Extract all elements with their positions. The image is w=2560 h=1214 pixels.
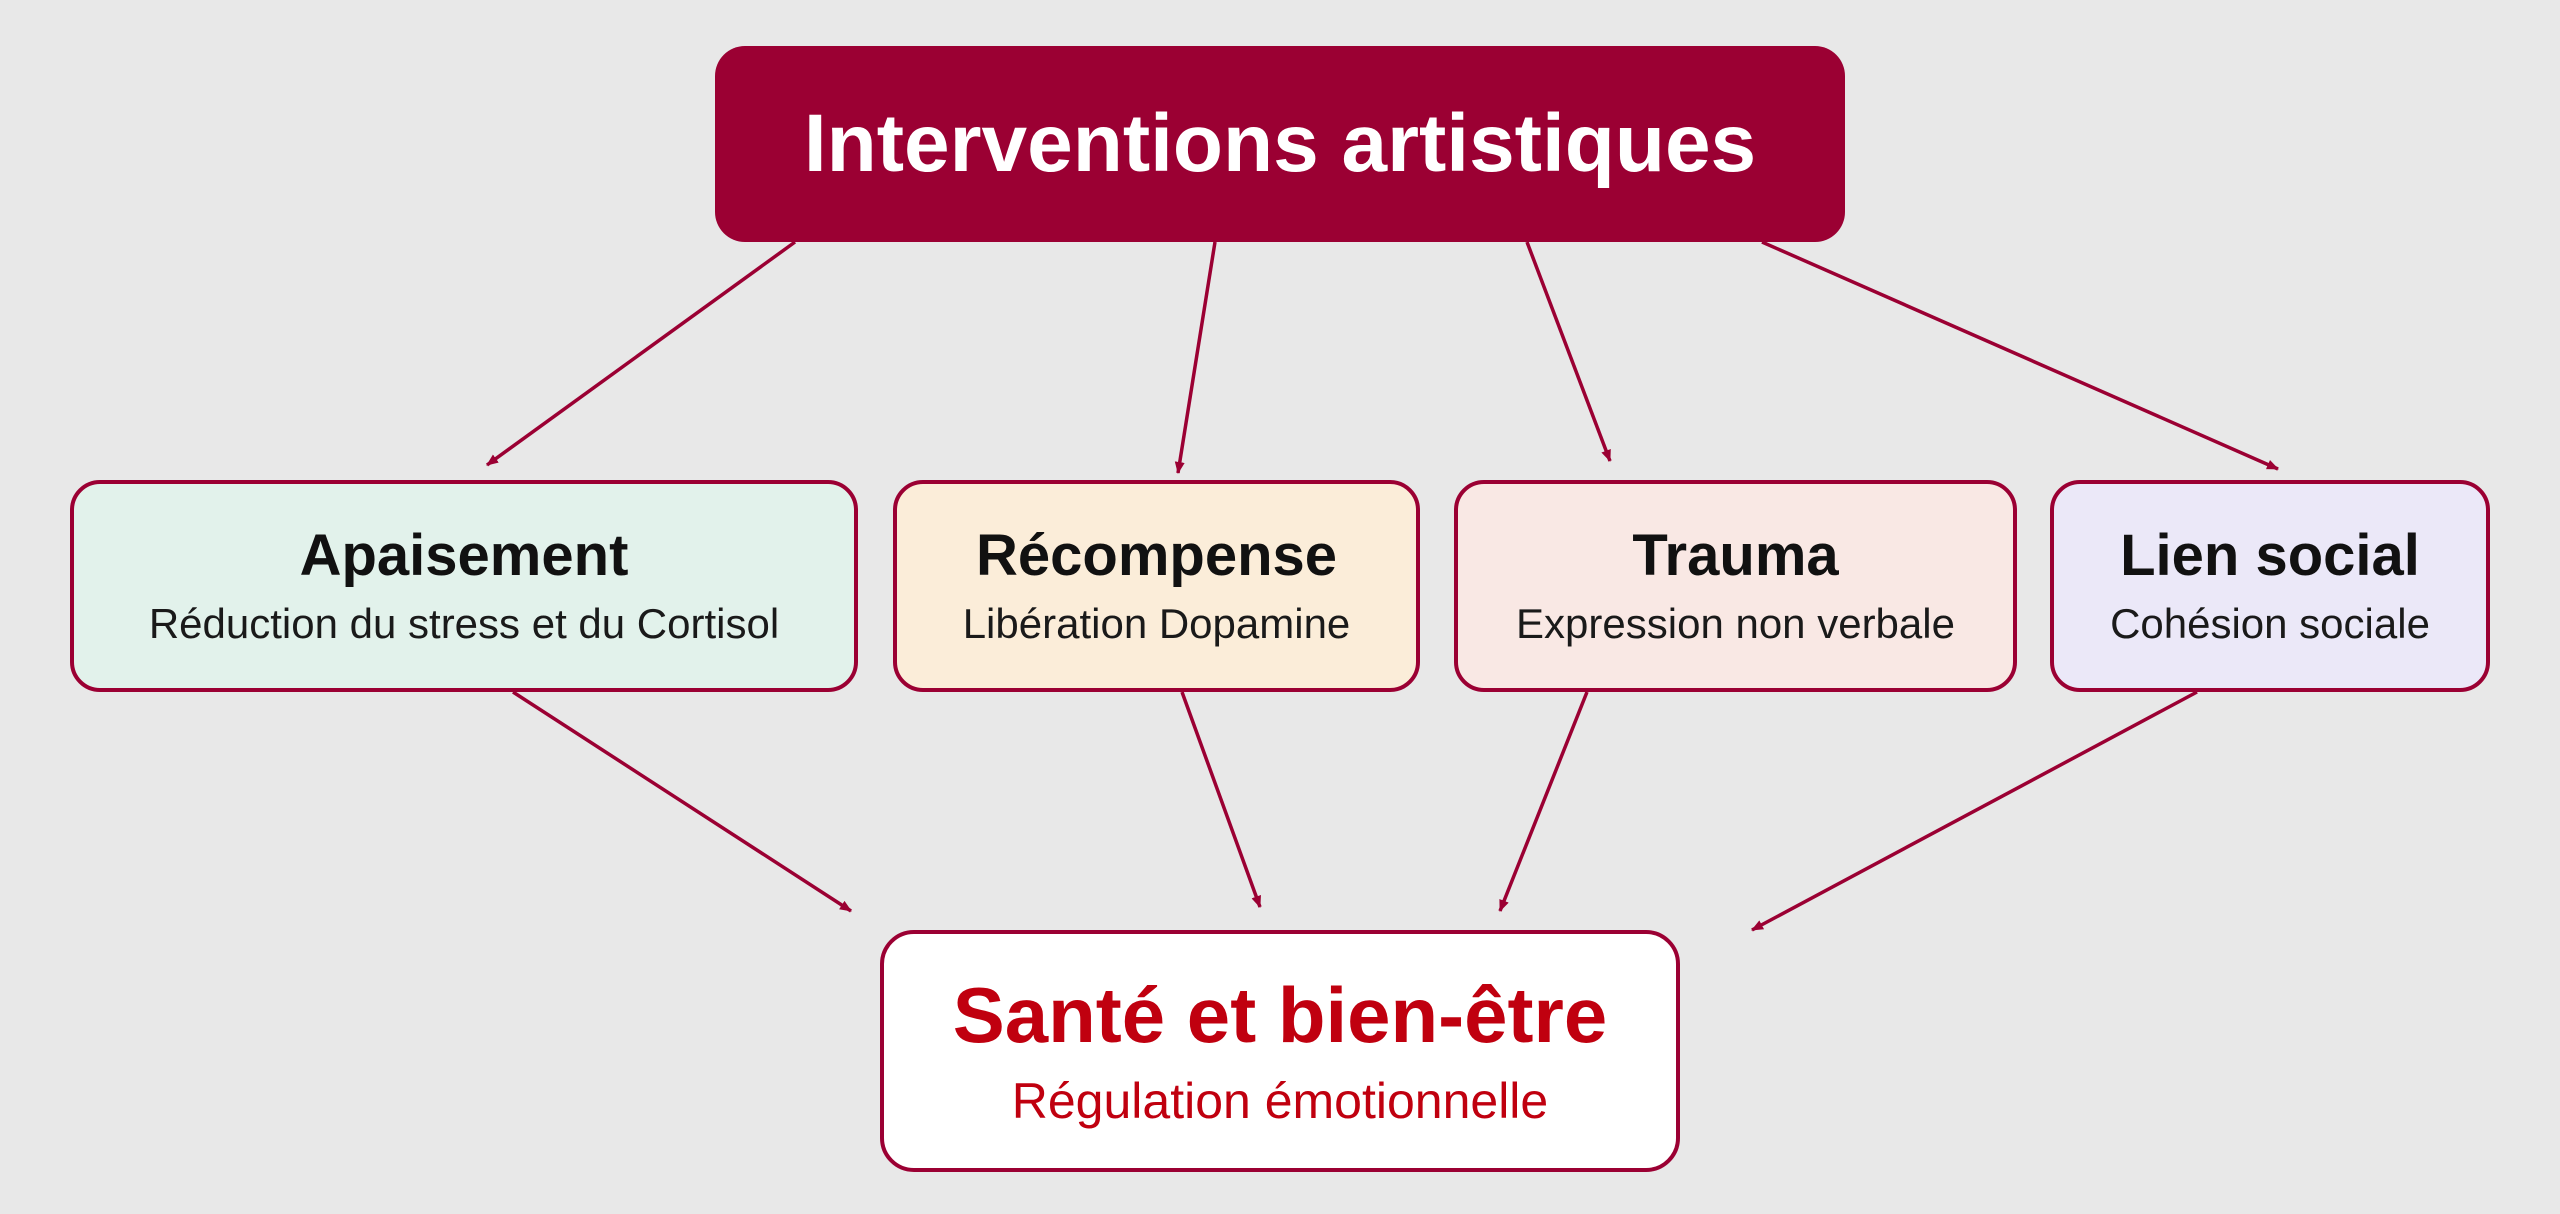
recompense-description: Libération Dopamine [962,600,1351,647]
arrow-trauma-to-result [1498,691,1589,912]
arrow-lien-social-to-result [1751,690,2198,932]
apaisement-description: Réduction du stress et du Cortisol [148,600,780,647]
arrow-apaisement-to-result [512,690,852,913]
trauma-node: Trauma Expression non verbale [1454,480,2017,692]
apaisement-node: Apaisement Réduction du stress et du Cor… [70,480,858,692]
arrow-top-to-trauma [1525,241,1612,462]
arrow-top-to-recompense [1174,241,1217,474]
regulation-emotionnelle-description: Régulation émotionnelle [1011,1073,1549,1129]
trauma-title: Trauma [1632,523,1839,588]
recompense-node: Récompense Libération Dopamine [893,480,1420,692]
interventions-title: Interventions artistiques [803,98,1757,189]
lien-social-node: Lien social Cohésion sociale [2050,480,2490,692]
recompense-title: Récompense [975,523,1338,588]
lien-social-description: Cohésion sociale [2110,600,2430,647]
arrow-top-to-lien-social [1761,240,2279,471]
apaisement-title: Apaisement [299,523,629,588]
trauma-description: Expression non verbale [1516,600,1955,647]
lien-social-title: Lien social [2120,523,2420,588]
arrow-top-to-apaisement [485,240,797,467]
sante-bien-etre-title: Santé et bien-être [952,971,1608,1059]
arrow-recompense-to-result [1180,691,1262,908]
sante-bien-etre-node: Santé et bien-être Régulation émotionnel… [880,930,1680,1172]
interventions-node: Interventions artistiques [715,46,1845,242]
